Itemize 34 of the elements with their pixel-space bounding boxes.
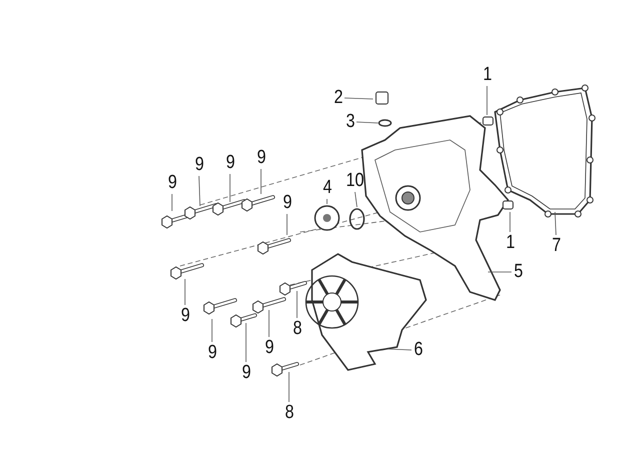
callout-number: 9: [263, 337, 275, 359]
callout-number: 9: [224, 152, 236, 174]
callout-number: 8: [291, 318, 303, 340]
leader-line: [260, 168, 262, 194]
leader-line: [288, 372, 290, 402]
callout-number: 9: [166, 172, 178, 194]
callout-number: 1: [504, 232, 516, 254]
leader-line: [326, 198, 328, 204]
leader-line: [268, 310, 270, 338]
callout-number: 7: [550, 235, 562, 257]
leader-line: [554, 212, 556, 236]
callout-number: 9: [193, 154, 205, 176]
callout-number: 9: [255, 147, 267, 169]
callout-number: 2: [332, 87, 344, 109]
callout-number: 8: [283, 402, 295, 424]
leader-line: [354, 192, 358, 208]
leader-line: [184, 278, 186, 306]
callout-number: 9: [281, 192, 293, 214]
callout-number: 3: [344, 111, 356, 133]
leader-line: [486, 86, 488, 116]
callout-number: 9: [206, 342, 218, 364]
leader-line: [296, 290, 298, 318]
leader-line: [286, 214, 288, 236]
leader-line: [388, 348, 412, 350]
callout-number: 6: [412, 339, 424, 361]
leader-line: [198, 176, 200, 206]
callout-number: 10: [344, 170, 366, 192]
callout-number: 4: [321, 177, 333, 199]
callout-number: 9: [240, 362, 252, 384]
leader-line: [344, 98, 374, 100]
leader-line: [356, 122, 378, 124]
callout-number: 9: [179, 305, 191, 327]
callout-number: 1: [481, 64, 493, 86]
callout-number: 5: [512, 261, 524, 283]
